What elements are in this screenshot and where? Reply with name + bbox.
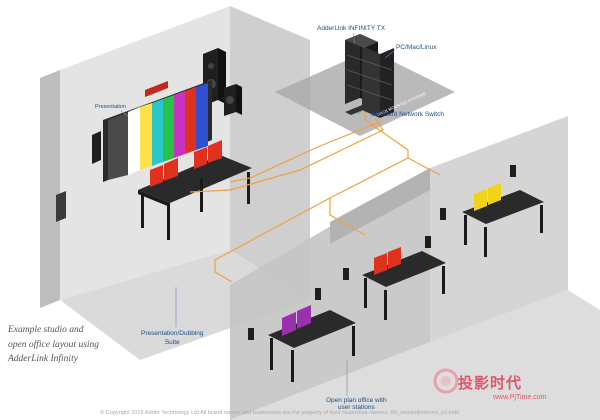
watermark-chinese: 投影时代 — [458, 374, 523, 392]
copyright-footer: © Copyright 2015 Adder Technology Ltd Al… — [100, 410, 460, 416]
office-label: Open plan office with user stations — [326, 397, 387, 411]
studio-monitors-red — [150, 140, 222, 187]
office-back-wall — [230, 168, 430, 420]
office-label-line2: user stations — [337, 404, 375, 411]
office-right-wall — [430, 116, 568, 342]
speaker-right-icon — [224, 84, 242, 116]
callout-leaders — [120, 32, 396, 396]
speaker-small-icon — [92, 131, 101, 164]
caption-line3: AdderLink Infinity — [8, 354, 78, 364]
pjtime-logo-icon — [433, 368, 459, 394]
suite-label-line2: Suite — [164, 339, 180, 346]
suite-label: Presentation/Dubbing Suite — [141, 329, 204, 347]
office-label-line1: Open plan office with — [326, 397, 387, 404]
station-purple — [268, 305, 356, 382]
wall-speakers-icon — [248, 165, 516, 340]
watermark-url: www.PjTime.com — [493, 394, 547, 401]
diagram-caption: Example studio and open office layout us… — [8, 323, 99, 367]
network-switch — [345, 101, 378, 115]
station-yellow — [462, 183, 544, 257]
wall-box-left-icon — [56, 191, 66, 222]
suite-label-line1: Presentation/Dubbing — [141, 330, 204, 337]
studio-left-wall-edge — [40, 70, 60, 308]
pc-mac-linux-label: PC/Mac/Linux — [396, 44, 437, 51]
rack-mounted-systems — [345, 34, 394, 118]
station-red — [362, 247, 446, 320]
on-air-sign — [145, 81, 168, 97]
adderlink-tx-label: AdderLink INFINITY TX — [317, 25, 386, 32]
presentation-label: Presentation — [95, 104, 126, 110]
office-partition — [330, 168, 430, 244]
office-floor — [230, 290, 600, 420]
caption-line2: open office layout using — [8, 339, 100, 350]
studio-right-wall — [230, 6, 310, 300]
network-cables — [189, 112, 441, 283]
studio-desk — [138, 155, 252, 240]
network-switch-label: Standard Network Switch — [371, 111, 444, 118]
caption-line1: Example studio and — [8, 325, 84, 335]
colour-bars-screen — [103, 80, 212, 182]
